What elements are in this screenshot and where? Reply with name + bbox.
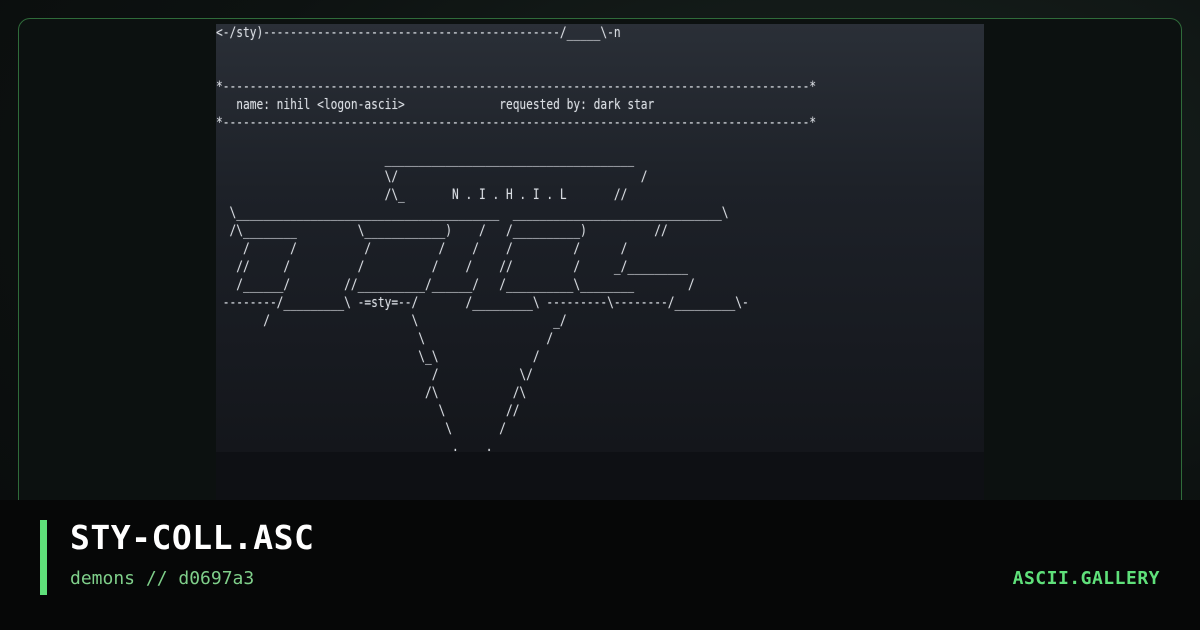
footer-bar <box>0 500 1200 630</box>
accent-bar <box>40 520 47 595</box>
preview-bottom-band <box>216 452 984 500</box>
collection-subtitle: demons // d0697a3 <box>70 568 255 589</box>
ascii-art-text: <-/sty)---------------------------------… <box>216 25 817 455</box>
site-brand[interactable]: ASCII.GALLERY <box>1012 568 1160 589</box>
ascii-art-preview: <-/sty)---------------------------------… <box>216 24 984 500</box>
file-title: STY-COLL.ASC <box>70 518 315 557</box>
